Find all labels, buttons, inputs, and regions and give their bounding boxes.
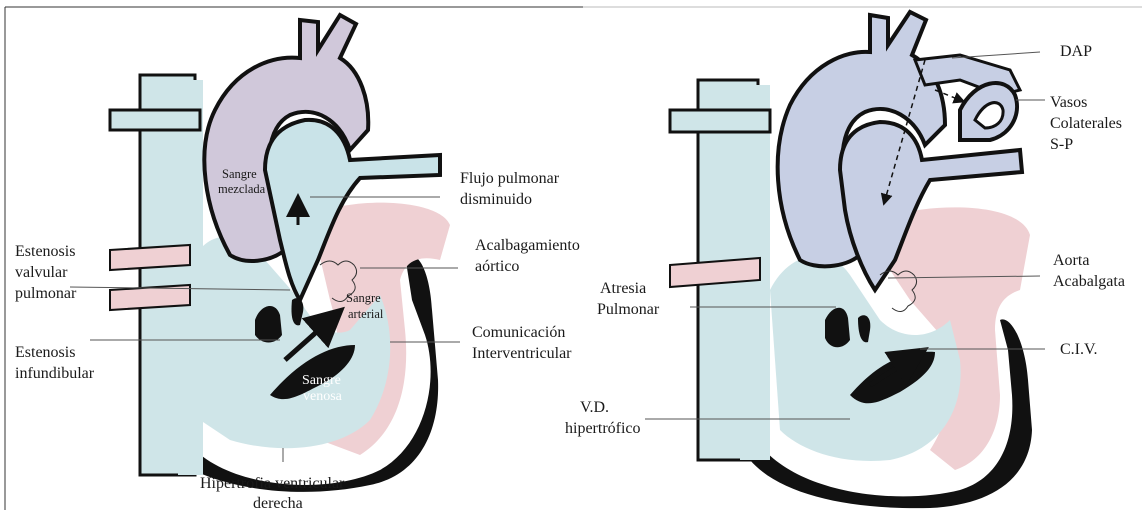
vena-cava-inner xyxy=(178,80,203,475)
upper-vessel-stub xyxy=(110,110,200,130)
label-atresia-1: Atresia xyxy=(600,280,646,297)
label-atresia-2: Pulmonar xyxy=(597,301,660,318)
label-acalbagamiento-2: aórtico xyxy=(475,258,519,275)
label-vasos-2: Colaterales xyxy=(1050,115,1122,132)
label-vd-1: V.D. xyxy=(580,399,609,416)
upper-vessel-stub xyxy=(670,110,770,132)
label-vasos-3: S-P xyxy=(1050,136,1073,153)
label-estenosis-valvular-1: Estenosis xyxy=(15,243,75,260)
label-flujo-pulmonar-1: Flujo pulmonar xyxy=(460,170,560,187)
label-comunicacion-1: Comunicación xyxy=(472,324,565,341)
label-hipertrofia-2: derecha xyxy=(253,495,303,510)
label-sangre-arterial-2: arterial xyxy=(348,307,384,321)
label-comunicacion-2: Interventricular xyxy=(472,345,572,362)
label-sangre-mezclada-1: Sangre xyxy=(222,167,257,181)
label-estenosis-infundibular-2: infundibular xyxy=(15,365,95,382)
label-dap: DAP xyxy=(1060,43,1092,60)
label-hipertrofia-1: Hipertrofia ventricular xyxy=(200,475,345,492)
label-sangre-venosa-1: Sangre xyxy=(302,373,341,388)
label-vasos-1: Vasos xyxy=(1050,94,1087,111)
label-estenosis-valvular-3: pulmonar xyxy=(15,285,77,302)
right-heart-diagram xyxy=(670,12,1032,508)
left-heart-diagram: Sangre mezclada Sangre arterial Sangre v… xyxy=(110,15,450,492)
label-civ: C.I.V. xyxy=(1060,341,1098,358)
label-estenosis-infundibular-1: Estenosis xyxy=(15,344,75,361)
label-vd-2: hipertrófico xyxy=(565,420,641,437)
label-sangre-mezclada-2: mezclada xyxy=(218,182,266,196)
pulmonary-vein-left xyxy=(110,245,190,270)
label-aorta-2: Acabalgata xyxy=(1053,273,1125,290)
label-estenosis-valvular-2: valvular xyxy=(15,264,68,281)
label-flujo-pulmonar-2: disminuido xyxy=(460,191,532,208)
label-acalbagamiento-1: Acalbagamiento xyxy=(475,237,580,254)
label-aorta-1: Aorta xyxy=(1053,252,1089,269)
label-sangre-venosa-2: venosa xyxy=(303,389,343,404)
label-sangre-arterial-1: Sangre xyxy=(346,291,381,305)
